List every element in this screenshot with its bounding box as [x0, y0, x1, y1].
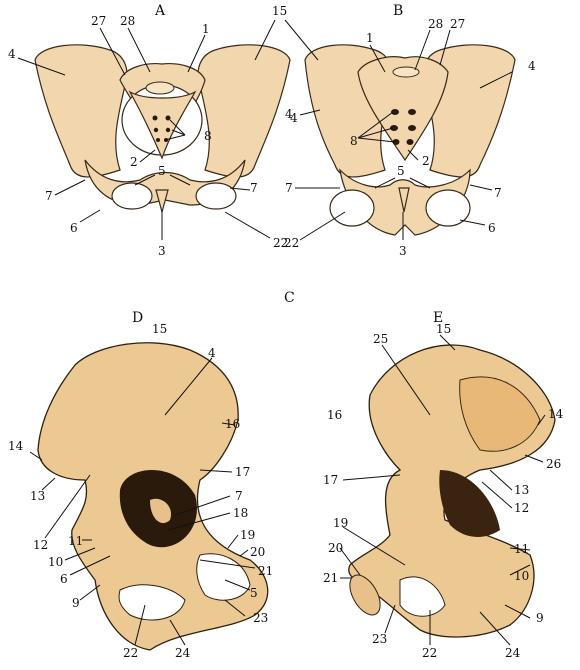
label-a-5: 5 — [158, 164, 166, 178]
label-d-14: 14 — [8, 439, 24, 453]
label-a-4-left: 4 — [8, 47, 16, 61]
label-d-21: 21 — [258, 564, 273, 578]
label-d-23: 23 — [253, 611, 268, 625]
label-b-22: 22 — [284, 236, 299, 250]
label-b-3: 3 — [399, 244, 407, 258]
label-e-22: 22 — [422, 646, 437, 660]
label-d-5: 5 — [250, 586, 258, 600]
label-d-13: 13 — [30, 489, 45, 503]
label-b-4-left: 4 — [290, 111, 298, 125]
label-a-15: 15 — [272, 4, 287, 18]
label-e-25: 25 — [373, 332, 388, 346]
label-e-26: 26 — [546, 457, 561, 471]
label-a-28: 28 — [120, 14, 135, 28]
panel-d-hip-bone — [37, 342, 269, 651]
label-b-5: 5 — [397, 164, 405, 178]
label-d-6: 6 — [60, 572, 68, 586]
label-b-28: 28 — [428, 17, 443, 31]
label-e-23: 23 — [372, 632, 387, 646]
label-e-20: 20 — [328, 541, 343, 555]
label-b-7-left: 7 — [285, 181, 293, 195]
label-d-9: 9 — [72, 596, 80, 610]
label-b-4-right: 4 — [528, 59, 536, 73]
panel-label-a: A — [154, 3, 166, 19]
label-b-7-right: 7 — [494, 186, 502, 200]
label-a-8: 8 — [204, 129, 212, 143]
label-a-3: 3 — [158, 244, 166, 258]
label-b-2: 2 — [422, 154, 430, 168]
label-d-12: 12 — [33, 538, 48, 552]
panel-label-c: C — [284, 290, 295, 306]
label-d-11: 11 — [68, 534, 83, 548]
label-d-17: 17 — [235, 465, 250, 479]
leader-lines — [17, 19, 546, 646]
label-e-9: 9 — [536, 611, 544, 625]
label-e-10: 10 — [514, 569, 529, 583]
panel-e-hip-bone — [348, 344, 556, 638]
label-e-13: 13 — [514, 483, 529, 497]
label-e-24: 24 — [505, 646, 521, 660]
label-e-11: 11 — [514, 542, 529, 556]
label-d-10: 10 — [48, 555, 63, 569]
label-b-8: 8 — [350, 134, 358, 148]
label-d-7: 7 — [235, 489, 243, 503]
panel-label-b: B — [393, 3, 403, 19]
label-d-24: 24 — [175, 646, 191, 660]
label-d-18: 18 — [233, 506, 248, 520]
label-b-1: 1 — [366, 31, 374, 45]
label-d-4: 4 — [208, 346, 216, 360]
label-e-19: 19 — [333, 516, 348, 530]
panel-label-e: E — [433, 310, 443, 326]
label-a-7-left: 7 — [45, 189, 53, 203]
label-a-27: 27 — [91, 14, 106, 28]
label-e-14: 14 — [548, 407, 564, 421]
panel-a-pelvis — [34, 44, 291, 215]
panel-b-pelvis — [304, 44, 516, 236]
label-a-4-right: 4 — [285, 107, 293, 121]
label-d-19: 19 — [240, 528, 255, 542]
label-d-22: 22 — [123, 646, 138, 660]
label-e-15: 15 — [436, 322, 451, 336]
label-d-16: 16 — [225, 417, 240, 431]
label-a-6: 6 — [70, 221, 78, 235]
label-b-27: 27 — [450, 17, 465, 31]
label-b-6: 6 — [488, 221, 496, 235]
label-a-7-right: 7 — [250, 181, 258, 195]
label-d-20: 20 — [250, 545, 265, 559]
label-a-1: 1 — [202, 22, 210, 36]
panel-label-d: D — [132, 310, 143, 326]
label-e-12: 12 — [514, 501, 529, 515]
label-e-16: 16 — [327, 408, 342, 422]
label-e-17: 17 — [323, 473, 338, 487]
label-a-2: 2 — [130, 155, 138, 169]
label-e-21: 21 — [323, 571, 338, 585]
label-d-15: 15 — [152, 322, 167, 336]
label-a-22: 22 — [273, 236, 288, 250]
